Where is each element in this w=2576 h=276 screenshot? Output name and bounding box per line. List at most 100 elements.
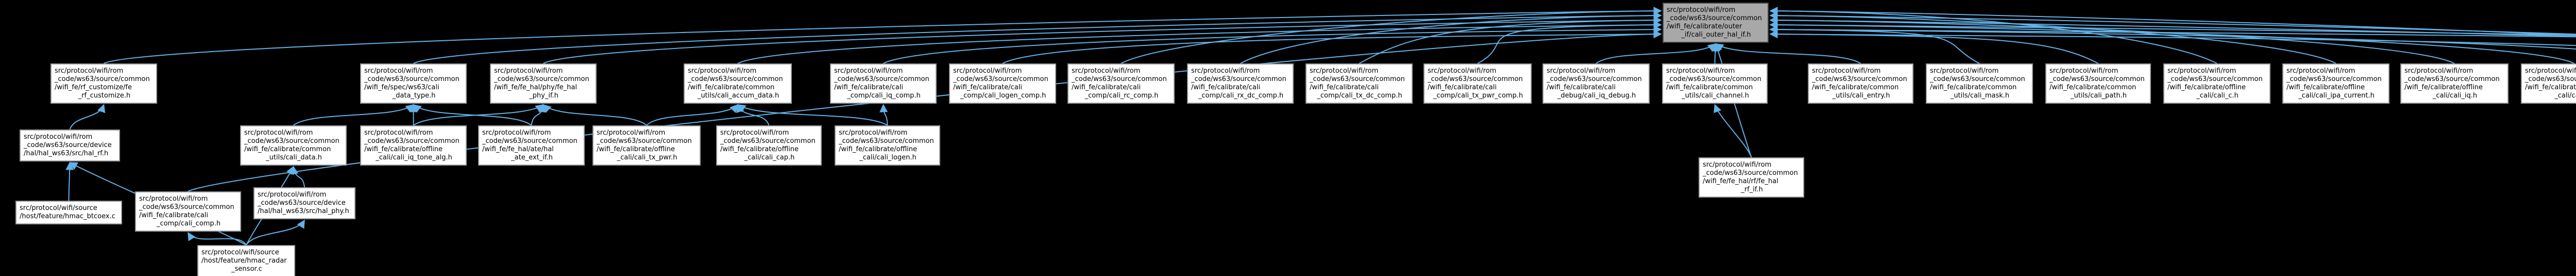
graph-node-label-line: /wifi_fe/calibrate/common [244,145,331,153]
graph-node-label-line: _code/ws63/source/common [2049,75,2145,83]
graph-node[interactable]: src/protocol/wifi/rom_code/ws63/source/c… [490,63,597,104]
graph-node[interactable]: src/protocol/wifi/rom_code/ws63/source/c… [1067,63,1175,104]
graph-edge [1769,7,2217,64]
graph-edge [737,104,888,126]
graph-edge [290,166,305,188]
graph-node-root[interactable]: src/protocol/wifi/rom_code/ws63/source/c… [1663,3,1769,43]
graph-edge [1769,30,2098,64]
graph-node-label-line: _debug/cali_iq_debug.h [1557,92,1636,100]
graph-node-label-line: src/protocol/wifi/rom [1310,67,1379,75]
graph-node[interactable]: src/protocol/wifi/rom_code/ws63/source/c… [1699,157,1804,198]
graph-node-label-line: _utils/cali_channel.h [1682,92,1749,100]
graph-node-label-line: src/protocol/wifi/rom [1703,161,1772,169]
graph-node-label-line: _utils/cali_accum_data.h [697,92,779,100]
graph-node[interactable]: src/protocol/wifi/rom_code/ws63/source/c… [360,63,467,104]
graph-node-label-line: _code/ws63/source/common [1547,75,1642,83]
graph-node-label-line: _code/ws63/source/common [364,137,460,145]
graph-node[interactable]: src/protocol/wifi/rom_code/ws63/source/c… [2521,63,2576,104]
graph-node[interactable]: src/protocol/wifi/rom_code/ws63/source/c… [2163,63,2270,104]
graph-node[interactable]: src/protocol/wifi/rom_code/ws63/source/c… [2400,63,2509,104]
graph-edge [1711,43,1720,64]
graph-node-label-line: src/protocol/wifi/rom [834,67,903,75]
graph-node[interactable]: src/protocol/wifi/rom_code/ws63/source/c… [1662,63,1768,104]
graph-node-label-line: _code/ws63/source/common [1812,75,1907,83]
graph-node-label-line: src/protocol/wifi/rom [1812,67,1881,75]
graph-node[interactable]: src/protocol/wifi/rom_code/ws63/source/c… [684,63,792,104]
graph-node-label-line: src/protocol/wifi/rom [2049,67,2119,75]
graph-node-label-line: /wifi_fe/calibrate/offline [720,145,799,153]
graph-node-label-line: src/protocol/wifi/rom [482,129,551,137]
graph-node-label-line: _cali/cali_c.h [2196,92,2239,100]
graph-edge [1769,11,2336,64]
graph-node[interactable]: src/protocol/wifi/rom_code/ws63/source/d… [253,187,355,219]
graph-node[interactable]: src/protocol/wifi/rom_code/ws63/source/c… [949,63,1056,104]
graph-node-label-line: _cali/cali_tx_pwr.h [617,154,677,161]
graph-edge [413,104,532,126]
graph-node-label-line: /wifi_fe/calibrate/common [688,84,775,91]
graph-node-label-line: _if/cali_outer_hal_if.h [1681,31,1751,39]
graph-node-label-line: /wifi_fe/calibrate/cali [834,84,903,91]
graph-edge [413,11,1662,64]
graph-node-label-line: src/protocol/wifi/rom [494,67,563,75]
graph-node[interactable]: src/protocol/wifi/rom_code/ws63/source/c… [1306,63,1413,104]
graph-node-label-line: src/protocol/wifi/rom [1191,67,1260,75]
graph-edge [188,30,1662,192]
graph-node[interactable]: src/protocol/wifi/rom_code/ws63/source/c… [240,125,347,166]
graph-node-label-line: _cali/cali_ipa_current.h [2298,92,2375,100]
graph-edge [1769,11,2576,35]
graph-node[interactable]: src/protocol/wifi/rom_code/ws63/source/c… [2045,63,2151,104]
graph-node-label-line: src/protocol/wifi/rom [1547,67,1616,75]
graph-node[interactable]: src/protocol/wifi/source/host/feature/hm… [15,201,122,224]
graph-node-label-line: /wifi_fe/calibrate/common [1666,84,1753,91]
graph-node-label-line: src/protocol/wifi/rom [24,133,93,141]
graph-node[interactable]: src/protocol/wifi/rom_code/ws63/source/c… [360,125,467,166]
graph-node-label-line: _data_type.h [392,92,436,100]
graph-edge [104,7,1662,64]
graph-node-label-line: src/protocol/wifi/rom [953,67,1022,75]
graph-node-label-line: _code/ws63/source/common [482,137,578,145]
graph-node[interactable]: src/protocol/wifi/rom_code/ws63/source/c… [1808,63,1913,104]
graph-node[interactable]: src/protocol/wifi/rom_code/ws63/source/c… [2282,63,2389,104]
graph-node-label-line: /wifi_fe/fe_hal/phy/fe_hal [494,84,577,91]
graph-node-label-line: _comp/cali_comp.h [156,220,221,228]
graph-node[interactable]: src/protocol/wifi/rom_code/ws63/source/d… [20,129,120,161]
graph-node-label-line: _code/ws63/source/device [258,199,346,207]
graph-node[interactable]: src/protocol/wifi/rom_code/ws63/source/c… [592,125,701,166]
graph-node[interactable]: src/protocol/wifi/rom_code/ws63/source/c… [835,125,940,166]
graph-node-label-line: _ate_ext_if.h [511,154,553,161]
graph-node[interactable]: src/protocol/wifi/rom_code/ws63/source/c… [1187,63,1294,104]
graph-node-label-line: _cali/cali_r.h [2554,92,2576,100]
graph-node[interactable]: src/protocol/wifi/rom_code/ws63/source/c… [830,63,937,104]
graph-node-label-line: _cali/cali_logen.h [859,154,917,161]
graph-node-label-line: src/protocol/wifi/rom [1930,67,1999,75]
graph-node[interactable]: src/protocol/wifi/rom_code/ws63/source/c… [1926,63,2033,104]
graph-node-label-line: src/protocol/wifi/rom [2404,67,2473,75]
graph-node-label-line: /wifi_fe/calibrate/offline [2404,84,2483,91]
graph-node[interactable]: src/protocol/wifi/rom_code/ws63/source/c… [716,125,822,166]
graph-node-label-line: _code/ws63/source/common [139,203,234,211]
graph-edge [1769,7,2576,36]
graph-node-label-line: /wifi_fe/calibrate/cali [1428,84,1497,91]
graph-edge [531,104,547,126]
graph-node-label-line: /wifi_fe/rf_customize/fe [55,84,132,91]
graph-node[interactable]: src/protocol/wifi/rom_code/ws63/source/c… [1423,63,1532,104]
graph-node[interactable]: src/protocol/wifi/source/host/feature/hm… [197,245,295,276]
graph-node[interactable]: src/protocol/wifi/rom_code/ws63/source/c… [1543,63,1650,104]
graph-node[interactable]: src/protocol/wifi/rom_code/ws63/source/c… [478,125,585,166]
graph-edge [543,16,1662,64]
graph-node-label-line: _code/ws63/source/common [55,75,150,83]
graph-node[interactable]: src/protocol/wifi/rom_code/ws63/source/c… [50,63,157,104]
graph-edge [737,21,1662,64]
graph-node-label-line: src/protocol/wifi/rom [1072,67,1141,75]
graph-edge [883,25,1662,64]
graph-node-label-line: src/protocol/wifi/rom [1428,67,1497,75]
graph-node-label-line: _code/ws63/source/common [1667,14,1762,22]
graph-node-label-line: src/protocol/wifi/rom [244,129,313,137]
graph-node-label-line: src/protocol/wifi/rom [2525,67,2576,75]
graph-edge [293,104,414,126]
graph-node-label-line: _code/ws63/source/common [834,75,929,83]
graph-node-label-line: _code/ws63/source/common [2404,75,2500,83]
graph-node-label-line: /wifi_fe/calibrate/offline [2525,84,2576,91]
graph-node[interactable]: src/protocol/wifi/rom_code/ws63/source/c… [135,191,241,232]
